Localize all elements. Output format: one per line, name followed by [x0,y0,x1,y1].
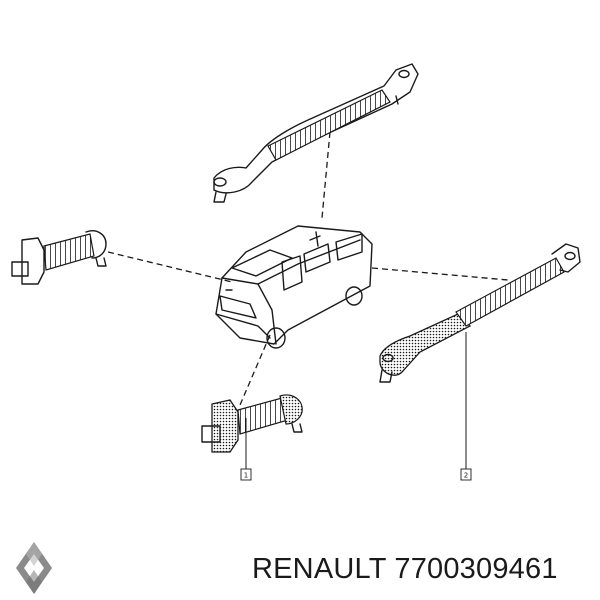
callout-1-label: 1 [244,472,248,480]
connector-lines [107,131,509,406]
callout-2-label: 2 [464,472,468,480]
top-door-guide [213,63,419,203]
van-illustration [215,225,373,349]
callout-1: 1 [240,418,252,481]
callout-2: 2 [460,332,472,481]
bottom-door-guide [201,394,303,453]
right-door-guide [379,243,581,383]
brand-name: RENAULT [252,553,387,585]
left-door-guide [11,230,107,285]
brand-part-number: RENAULT 7700309461 [252,553,558,586]
part-number: 7700309461 [394,553,558,585]
renault-logo [16,542,52,594]
